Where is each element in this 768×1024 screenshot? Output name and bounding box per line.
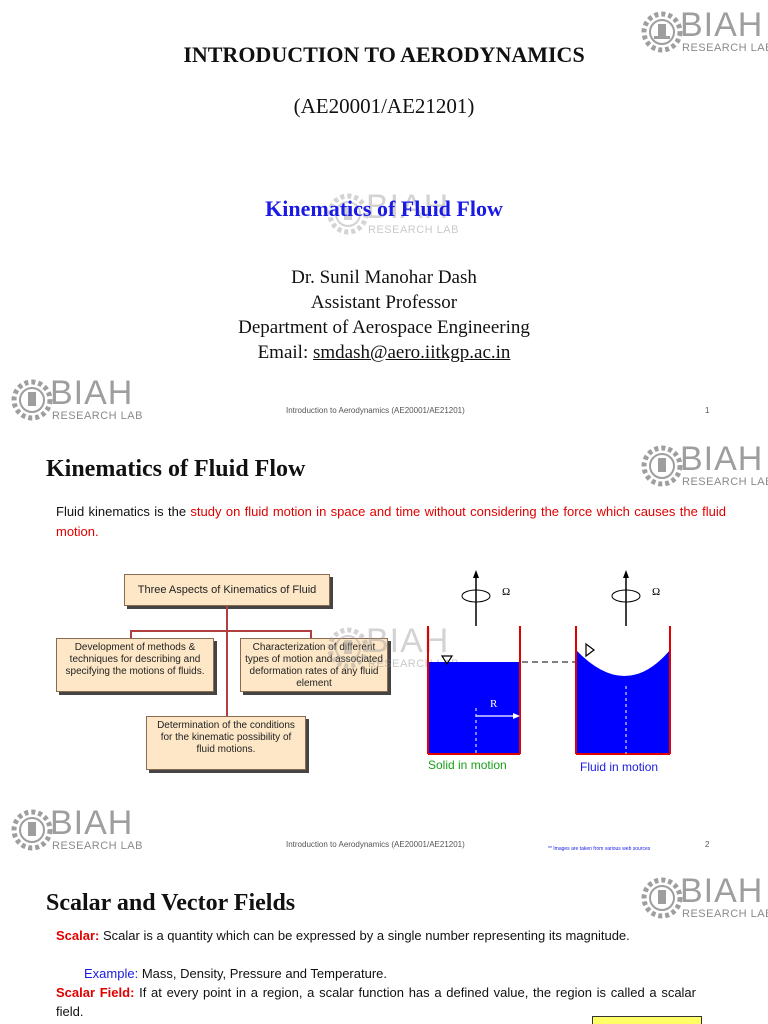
logo-text: BIAH <box>680 6 764 44</box>
example-text: Mass, Density, Pressure and Temperature. <box>138 966 387 981</box>
author-name: Dr. Sunil Manohar Dash <box>291 267 477 288</box>
gear-icon <box>641 877 683 919</box>
scalar-text: Scalar is a quantity which can be expres… <box>99 928 630 943</box>
watermark-logo: BIAH RESEARCH LAB <box>326 188 466 242</box>
scalar-label: Scalar: <box>56 928 100 943</box>
example-label: Example: <box>84 966 139 981</box>
logo-text: BIAH <box>366 622 450 660</box>
logo-subtext: RESEARCH LAB <box>52 410 143 422</box>
logo-text: BIAH <box>50 374 134 412</box>
intro-highlight: study on fluid motion in space and time … <box>56 504 726 539</box>
omega-label-fluid: Ω <box>652 586 661 598</box>
footer-course: Introduction to Aerodynamics (AE20001/AE… <box>286 840 465 849</box>
caption-solid: Solid in motion <box>428 758 507 772</box>
slide-title: Kinematics of Fluid Flow <box>46 456 306 482</box>
gear-icon <box>327 627 369 669</box>
page-number: 1 <box>705 406 710 415</box>
scalar-field-definition: Scalar Field: If at every point in a reg… <box>56 983 696 1021</box>
page-number: 2 <box>705 840 710 849</box>
author-department: Department of Aerospace Engineering <box>238 317 530 338</box>
box-characterization: Characterization of different types of m… <box>240 638 388 692</box>
logo-subtext: RESEARCH LAB <box>682 476 768 488</box>
slide-1: BIAH RESEARCH LAB INTRODUCTION TO AERODY… <box>0 0 768 430</box>
paraboloid-fluid-fill <box>576 650 670 754</box>
box-three-aspects: Three Aspects of Kinematics of Fluid <box>124 574 330 606</box>
logo-text: BIAH <box>366 188 450 226</box>
logo-text: BIAH <box>680 440 764 478</box>
container-fluid <box>575 570 671 755</box>
intro-text: Fluid kinematics is the <box>56 504 191 519</box>
scalar-field-label: Scalar Field: <box>56 985 135 1000</box>
email-label: Email: <box>257 342 313 363</box>
gear-icon <box>11 379 53 421</box>
omega-label-solid: Ω <box>502 586 511 598</box>
radius-label: R <box>490 698 498 710</box>
connector-vertical <box>226 606 228 728</box>
solid-fluid-fill <box>428 662 520 754</box>
gear-icon <box>11 809 53 851</box>
image-source-note: ** Images are taken from various web sou… <box>548 846 651 852</box>
slide-title: Scalar and Vector Fields <box>46 890 296 916</box>
author-position: Assistant Professor <box>310 292 458 313</box>
logo-text: BIAH <box>50 804 134 842</box>
course-code: (AE20001/AE21201) <box>293 94 475 118</box>
biah-logo: BIAH RESEARCH LAB <box>640 6 768 60</box>
gear-icon <box>641 11 683 53</box>
footer-logo: BIAH RESEARCH LAB <box>10 804 150 858</box>
gear-icon <box>327 193 369 235</box>
connector-left <box>130 630 132 640</box>
connector-right <box>310 630 312 640</box>
logo-subtext: RESEARCH LAB <box>52 840 143 852</box>
logo-subtext: RESEARCH LAB <box>682 42 768 54</box>
course-title: INTRODUCTION TO AERODYNAMICS <box>183 42 585 67</box>
biah-logo: BIAH RESEARCH LAB <box>640 872 768 926</box>
connector-horizontal <box>130 630 312 632</box>
logo-text: BIAH <box>680 872 764 910</box>
scalar-definition: Scalar: Scalar is a quantity which can b… <box>56 926 696 945</box>
author-email-line: Email: smdash@aero.iitkgp.ac.in <box>0 340 768 365</box>
scalar-example: Example: Mass, Density, Pressure and Tem… <box>84 964 387 983</box>
lecture-title: Kinematics of Fluid Flow <box>265 196 503 221</box>
intro-paragraph: Fluid kinematics is the study on fluid m… <box>56 502 726 542</box>
email-link[interactable]: smdash@aero.iitkgp.ac.in <box>312 342 511 363</box>
author-block: Dr. Sunil Manohar Dash Assistant Profess… <box>0 265 768 365</box>
scalar-field-figure-thumbnail <box>592 1016 702 1024</box>
gear-icon <box>641 445 683 487</box>
rotating-containers-figure <box>427 570 671 755</box>
box-conditions: Determination of the conditions for the … <box>146 716 306 770</box>
footer-course: Introduction to Aerodynamics (AE20001/AE… <box>286 406 465 415</box>
logo-subtext: RESEARCH LAB <box>682 908 768 920</box>
biah-logo: BIAH RESEARCH LAB <box>640 440 768 494</box>
footer-logo: BIAH RESEARCH LAB <box>10 374 150 428</box>
slide-3: Scalar and Vector Fields BIAH RESEARCH L… <box>0 862 768 1024</box>
logo-subtext: RESEARCH LAB <box>368 224 459 236</box>
slide-2: Kinematics of Fluid Flow BIAH RESEARCH L… <box>0 430 768 862</box>
caption-fluid: Fluid in motion <box>580 760 659 774</box>
scalar-field-text: If at every point in a region, a scalar … <box>56 985 696 1019</box>
container-solid <box>427 570 521 755</box>
box-methods: Development of methods & techniques for … <box>56 638 214 692</box>
